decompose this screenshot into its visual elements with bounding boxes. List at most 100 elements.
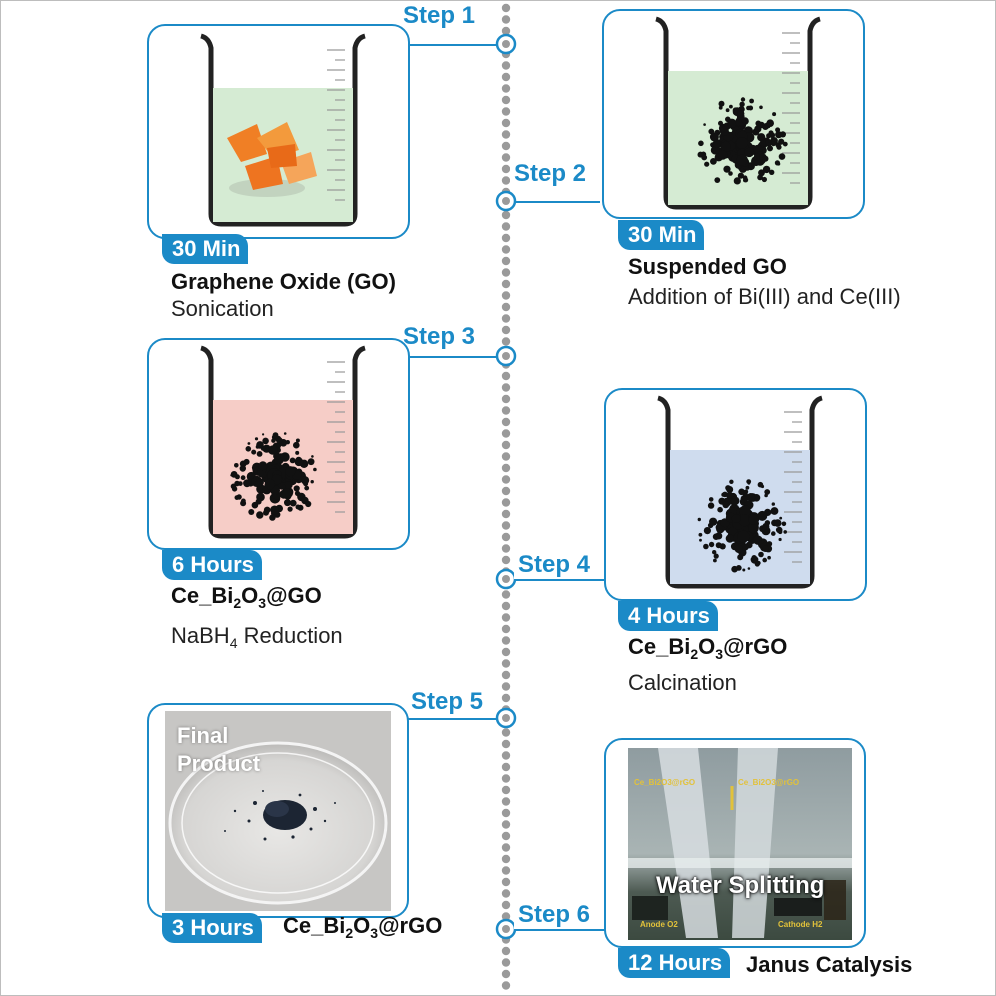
particle [725, 534, 735, 543]
panel-step-1 [147, 24, 410, 239]
duration-tag-1: 30 Min [162, 234, 249, 264]
timeline-dot [501, 3, 511, 13]
particle [234, 463, 239, 468]
particle [256, 511, 264, 519]
timeline-dot [501, 889, 511, 898]
timeline-dot [501, 337, 511, 346]
particle [294, 457, 304, 467]
panel-desc-1: Sonication [171, 296, 274, 321]
particle [767, 555, 771, 560]
particle [712, 533, 720, 540]
particle [284, 499, 291, 507]
particle [241, 498, 246, 504]
panel-desc-3: NaBH4 Reduction [171, 623, 343, 651]
particle [725, 485, 731, 491]
timeline-dot [501, 647, 511, 657]
photo-label-right: Ce_Bi2O3@rGO [738, 778, 800, 787]
particle [729, 479, 734, 484]
particle [736, 137, 748, 149]
particle [699, 538, 702, 542]
particle [248, 509, 255, 515]
timeline-dot [501, 958, 511, 967]
beaker-reduction [200, 345, 366, 539]
connector-step-1 [380, 44, 496, 46]
particle [293, 441, 300, 449]
timeline-dot [501, 981, 511, 990]
particle [262, 433, 265, 436]
particle [737, 172, 744, 179]
panel-step-3 [147, 338, 410, 550]
particle [710, 158, 717, 165]
final-product-photo: Final Product [165, 711, 391, 911]
particle [762, 522, 770, 530]
timeline-dot [501, 245, 511, 254]
particle [757, 133, 766, 142]
particle [735, 119, 743, 126]
particle [270, 505, 279, 515]
particle [701, 154, 708, 161]
timeline-dot [501, 429, 511, 438]
particle [708, 541, 715, 548]
particle [758, 551, 764, 558]
panel-desc-2: Addition of Bi(III) and Ce(III) [628, 284, 901, 309]
timeline-dot [501, 61, 511, 70]
particle [717, 506, 723, 513]
timeline-dot [501, 820, 511, 829]
timeline-dot [501, 946, 511, 956]
particle [701, 151, 705, 155]
step-node-core-2 [502, 197, 510, 205]
photo-caption-line1: Final [177, 723, 229, 748]
step-node-core-4 [502, 575, 510, 583]
particle [764, 493, 768, 498]
timeline-dot [501, 130, 511, 139]
particle [305, 500, 312, 508]
particle [734, 544, 743, 554]
particle [240, 475, 246, 481]
particle [715, 542, 722, 549]
particle [304, 485, 310, 491]
particle [779, 516, 783, 520]
particle [710, 145, 720, 155]
particle [703, 123, 706, 126]
connector-step-5 [388, 718, 496, 720]
particle [768, 130, 774, 136]
step-node-core-6 [502, 925, 510, 933]
graphene-sheets-icon [227, 122, 317, 190]
particle [753, 153, 761, 161]
particle [745, 485, 750, 490]
timeline-dot [501, 762, 511, 772]
timeline-dot [501, 544, 511, 553]
cathode-label: Cathode H2 [778, 920, 823, 929]
timeline-dot [501, 95, 511, 105]
particle [747, 481, 751, 485]
timeline-dot [501, 463, 511, 473]
duration-tag-4: 4 Hours [618, 601, 718, 631]
timeline-dot [501, 15, 511, 24]
particle [757, 174, 763, 181]
timeline-dot [501, 521, 511, 530]
particle [276, 437, 283, 444]
particle [723, 165, 731, 173]
timeline-dot [501, 808, 511, 818]
particle [269, 514, 276, 521]
particle [771, 141, 776, 147]
particle [709, 518, 715, 525]
timeline-dot [501, 682, 511, 691]
anode-label: Anode O2 [640, 920, 678, 929]
timeline-dot [501, 256, 511, 266]
particle [737, 530, 750, 543]
timeline-dot [501, 314, 511, 323]
particle [714, 177, 721, 184]
particle [765, 139, 773, 147]
particle [283, 432, 287, 435]
timeline-dot [501, 452, 511, 461]
particle [713, 558, 717, 563]
timeline-dot [501, 72, 511, 82]
connector-step-6 [514, 929, 606, 931]
connector-step-2 [514, 201, 600, 203]
timeline-dot [501, 693, 511, 703]
step-label-3: Step 3 [399, 323, 480, 351]
particle [775, 131, 783, 139]
particle [271, 438, 276, 443]
